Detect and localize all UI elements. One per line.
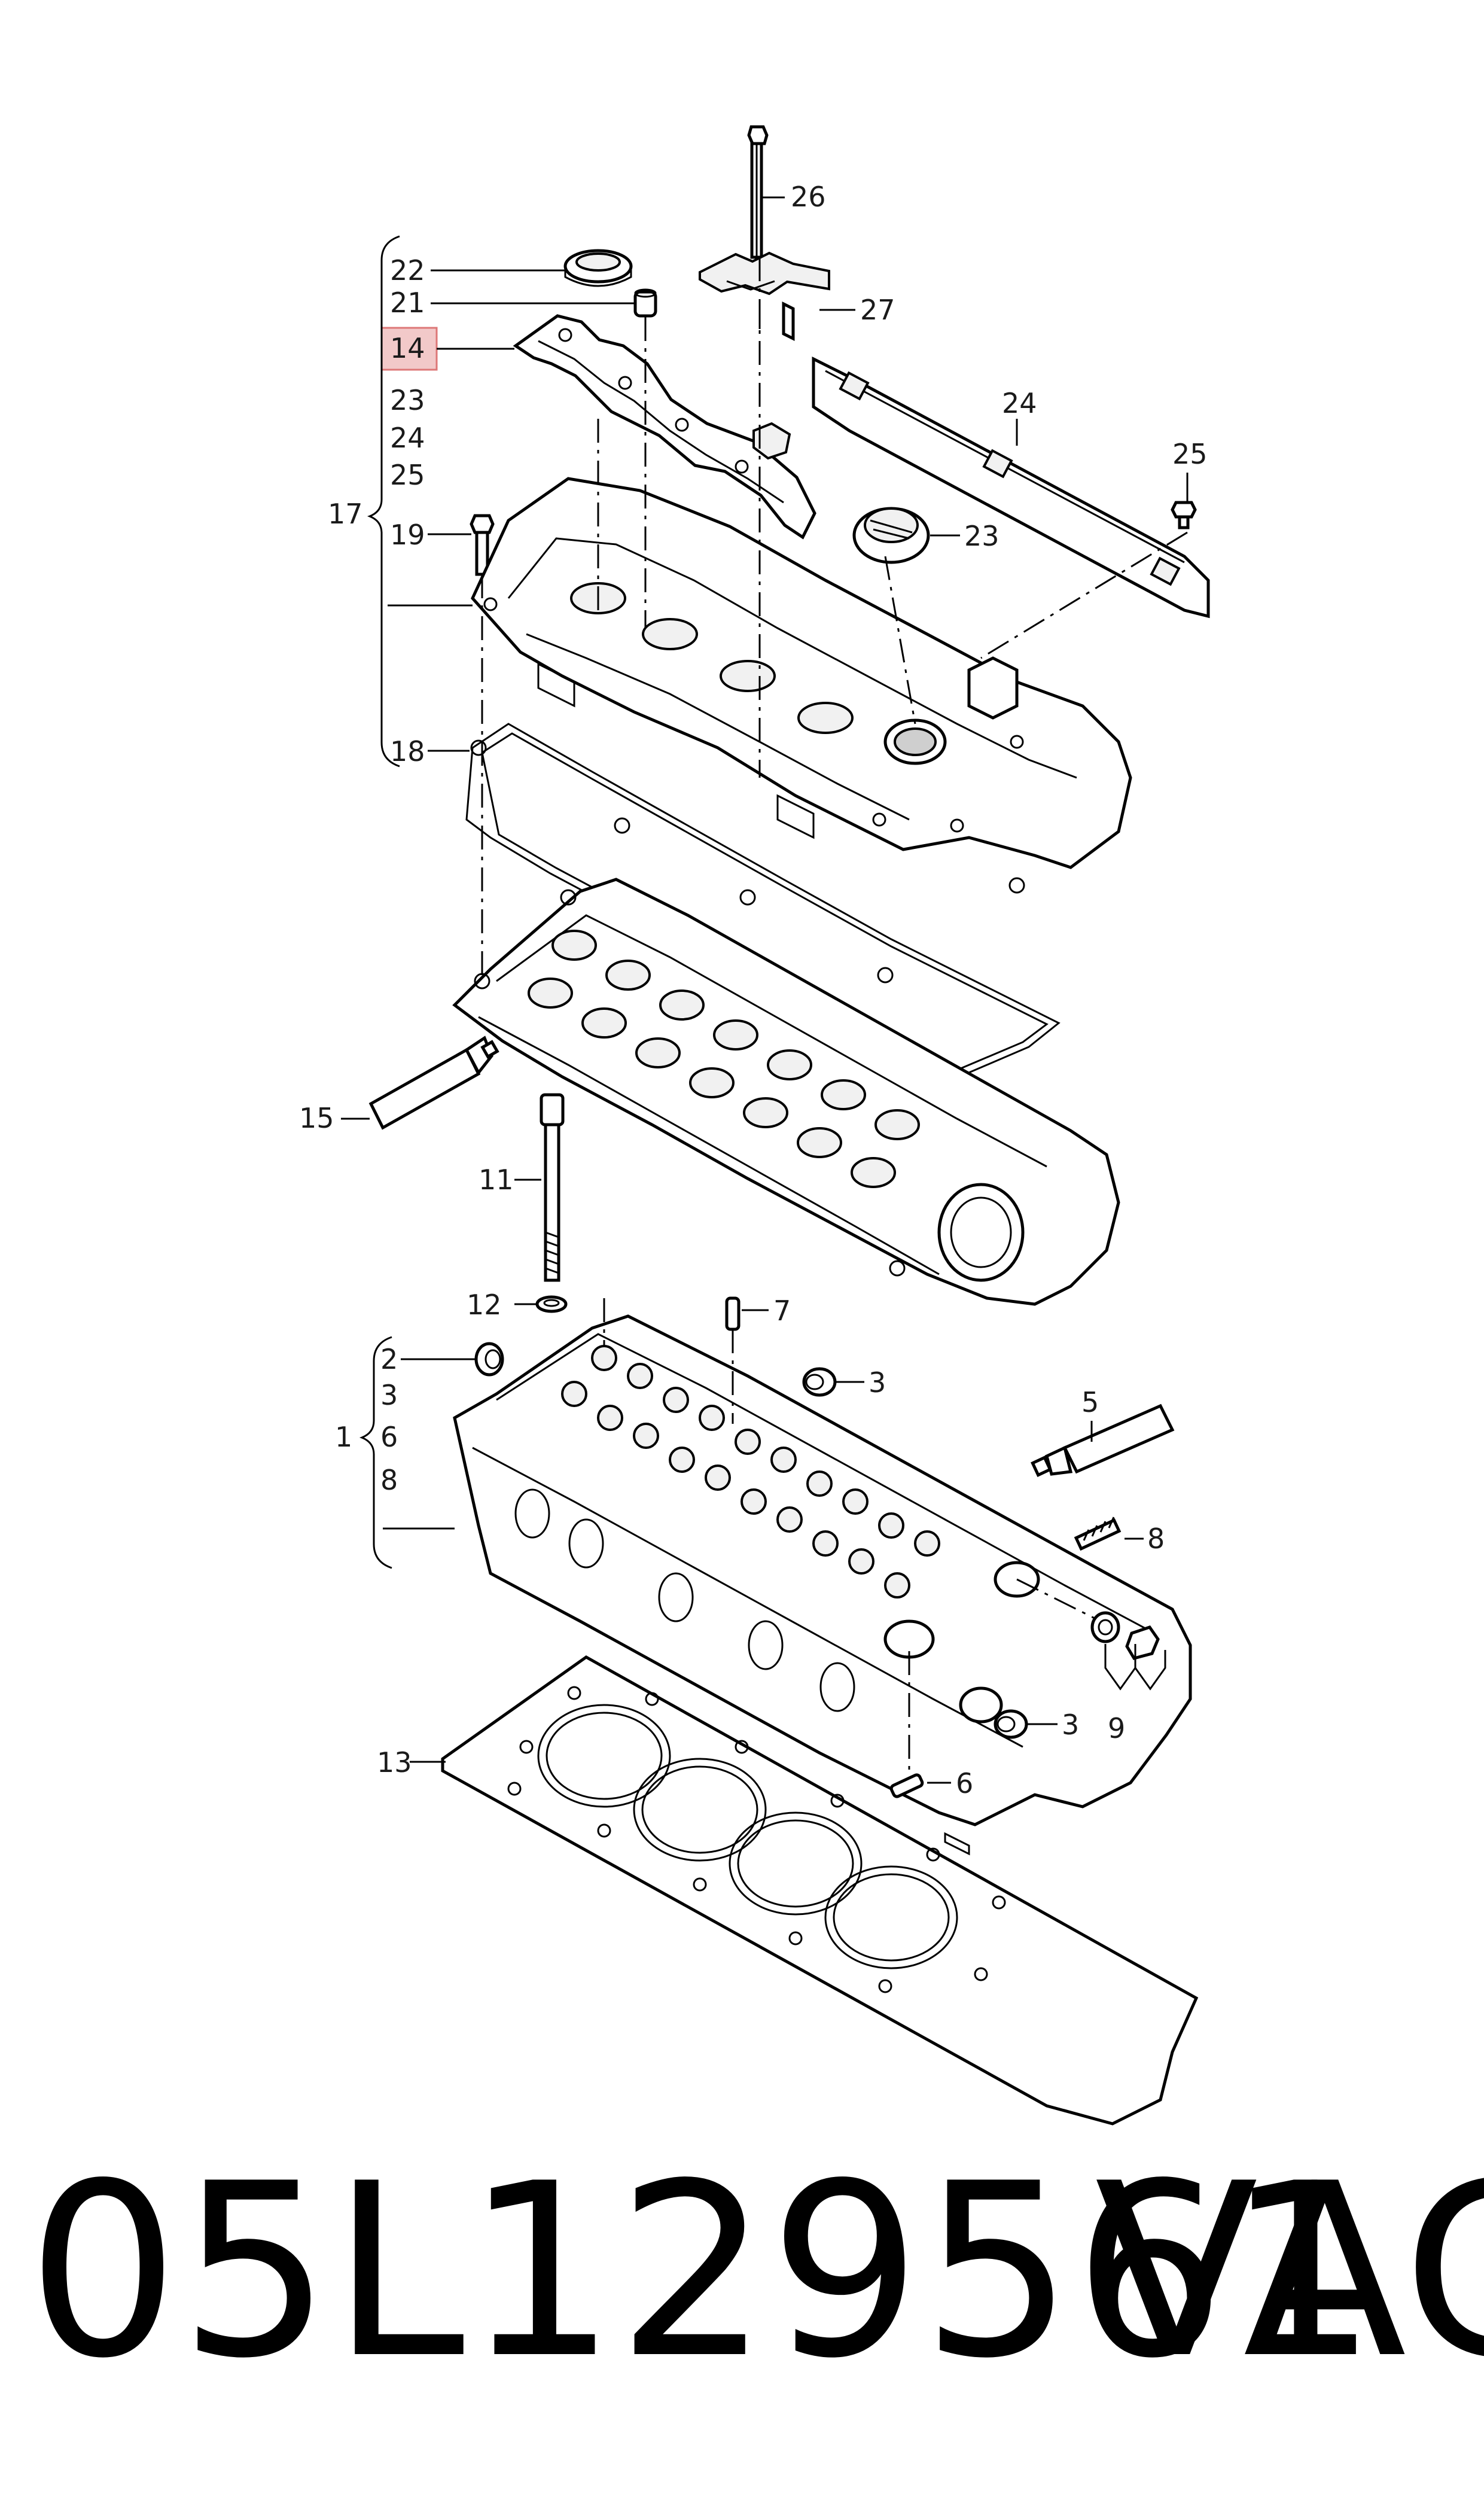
screw-part-25 <box>1171 501 1197 529</box>
label-8-list: 8 <box>380 1464 398 1496</box>
camshaft-upper <box>551 930 920 1140</box>
brand-name: VAG <box>1095 2133 1484 2411</box>
grommet-part-21 <box>633 288 657 318</box>
label-3-lower: 3 <box>1062 1709 1079 1741</box>
label-15: 15 <box>299 1102 334 1134</box>
plug-part-2 <box>474 1342 504 1377</box>
label-2: 2 <box>380 1343 398 1375</box>
label-3: 3 <box>869 1366 886 1399</box>
part-number: 05L129561 <box>27 2133 1378 2411</box>
stud-part-8 <box>1074 1517 1122 1551</box>
label-21: 21 <box>390 287 425 319</box>
label-24-list: 24 <box>390 422 425 454</box>
camshaft-housing <box>452 878 1120 1306</box>
side-ports <box>514 1488 855 1712</box>
label-18: 18 <box>390 735 425 768</box>
cover-rail-part-14 <box>513 314 816 540</box>
label-17: 17 <box>328 498 363 530</box>
dowel-part-6 <box>889 1773 924 1798</box>
plug-part-3-lower <box>994 1709 1028 1739</box>
label-7: 7 <box>773 1295 791 1327</box>
label-26: 26 <box>791 181 826 213</box>
label-3-list: 3 <box>380 1379 398 1411</box>
label-25: 25 <box>1172 438 1208 470</box>
bolt-part-26 <box>747 125 769 259</box>
cylinder-head-cover <box>471 477 1132 869</box>
brace-17 <box>367 235 400 768</box>
brace-1 <box>359 1336 392 1569</box>
label-27: 27 <box>860 294 895 326</box>
label-13: 13 <box>377 1746 412 1779</box>
label-23: 23 <box>964 520 1000 552</box>
cap-part-23 <box>852 507 930 564</box>
label-24: 24 <box>1002 387 1037 419</box>
head-gasket-part-13 <box>441 1655 1199 2126</box>
label-19: 19 <box>390 519 425 551</box>
washer-part-12 <box>535 1295 568 1313</box>
bracket-part-27 <box>699 251 830 342</box>
label-6: 6 <box>956 1767 973 1800</box>
label-6-list: 6 <box>380 1421 398 1453</box>
plug-part-3 <box>802 1367 837 1397</box>
head-bolt-part-11 <box>540 1093 565 1282</box>
label-23-list: 23 <box>390 384 425 416</box>
label-11: 11 <box>479 1164 514 1196</box>
label-8: 8 <box>1147 1523 1165 1555</box>
seal-part-22 <box>563 249 633 287</box>
label-1: 1 <box>335 1421 352 1453</box>
plug-part-9 <box>1090 1611 1160 1660</box>
label-5: 5 <box>1081 1386 1099 1418</box>
sealant-tube-part-5 <box>1031 1403 1175 1477</box>
label-9: 9 <box>1108 1712 1125 1744</box>
camshaft-lower <box>528 978 896 1188</box>
label-25-list: 25 <box>390 459 425 491</box>
label-14: 14 <box>390 332 425 364</box>
sealant-tube-part-15 <box>368 1036 499 1130</box>
dowel-part-7 <box>725 1296 741 1331</box>
strip-part-24 <box>812 356 1210 619</box>
cylinder-head <box>453 1314 1192 1826</box>
label-12: 12 <box>467 1289 502 1321</box>
label-22: 22 <box>390 254 425 287</box>
bolt-part-19 <box>470 514 495 576</box>
